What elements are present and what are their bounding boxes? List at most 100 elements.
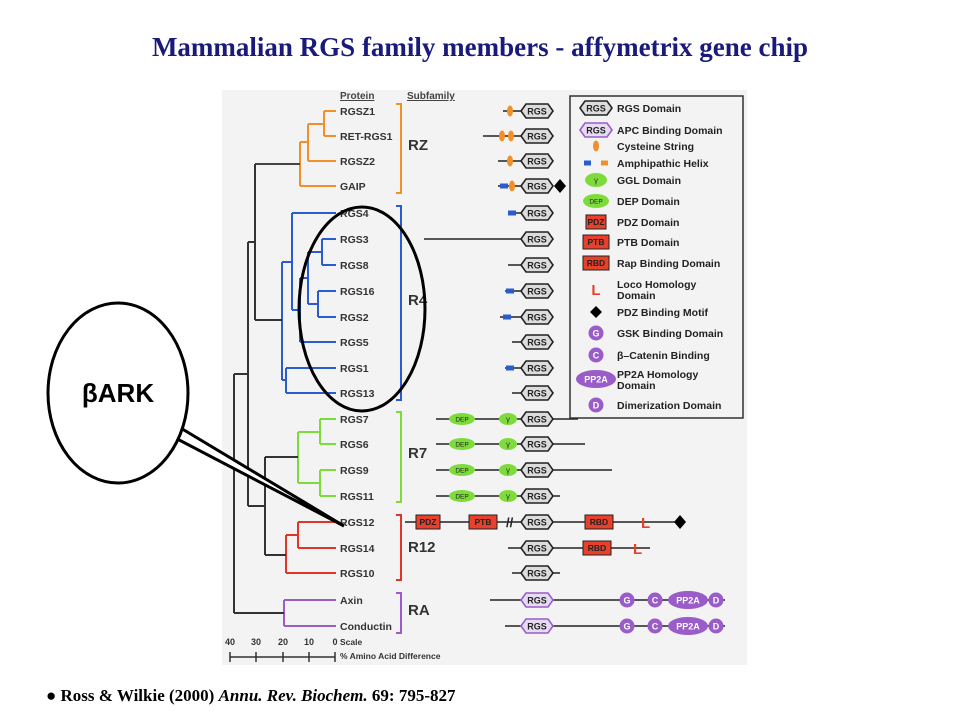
rgs-domain [520, 103, 554, 119]
rgs-domain-label: RGS [527, 107, 547, 117]
legend-icon-label: PP2A [584, 375, 608, 385]
rbd-domain-label: RBD [588, 543, 606, 553]
rgs-domain [520, 231, 554, 247]
rbd-domain-label: RBD [590, 517, 608, 527]
rgs-domain [520, 334, 554, 350]
dep-label: DEP [455, 494, 468, 501]
callout-bubble [46, 301, 190, 485]
protein-label: RGS16 [340, 286, 375, 298]
dimerization-domain [708, 592, 724, 608]
pp2a-homology-domain [668, 617, 708, 635]
ggl-label: γ [506, 440, 510, 449]
legend-entry-text: Amphipathic Helix [617, 158, 709, 170]
subfamily-bracket [396, 592, 402, 634]
rgs-domain-label: RGS [527, 415, 547, 425]
rgs-domain-label: RGS [527, 313, 547, 323]
amphipathic-helix [508, 210, 516, 216]
legend-entry-text: PTB Domain [617, 237, 679, 249]
subfamily-label: R7 [408, 445, 427, 462]
rgs-domain-label: RGS [527, 544, 547, 554]
dep-domain [449, 413, 475, 425]
subfamily-label: R4 [408, 292, 428, 309]
sequence-gap-slashes: // [506, 515, 514, 530]
apc-binding-domain [520, 618, 554, 634]
pdz-domain [415, 514, 441, 530]
subfamily-label: R12 [408, 539, 436, 556]
scale-tick-label: 0 [332, 637, 337, 647]
legend-icon-loco: L [591, 282, 600, 299]
legend-icon-dim [588, 397, 604, 413]
legend-icon-label: PTB [588, 237, 605, 247]
rgs-domain-label: RGS [527, 622, 547, 632]
rgs-domain-label: RGS [527, 389, 547, 399]
rgs-domain [520, 540, 554, 556]
amphipathic-helix [506, 365, 514, 371]
ptb-domain-label: PTB [475, 517, 492, 527]
rgs-domain [520, 309, 554, 325]
subfamily-column-header: Subfamily [407, 91, 455, 102]
amphipathic-helix [500, 183, 508, 189]
scale-tick-label: 10 [304, 637, 314, 647]
legend-icon-pp2a [576, 370, 616, 388]
legend-entry-text: Rap Binding Domain [617, 258, 720, 270]
legend-icon-amph [584, 160, 591, 166]
scale-tick-label: 20 [278, 637, 288, 647]
legend-entry-text: PDZ Domain [617, 217, 679, 229]
catenin-binding-domain-label: C [652, 596, 659, 606]
protein-label: RGSZ1 [340, 106, 375, 118]
rgs-domain-label: RGS [527, 182, 547, 192]
legend-entry-text: Cysteine String [617, 141, 694, 153]
subfamily-label: RA [408, 602, 430, 619]
dep-domain [449, 490, 475, 502]
protein-label: RGS5 [340, 337, 369, 349]
protein-label: RGS11 [340, 491, 374, 503]
scale-tick-label: 30 [251, 637, 261, 647]
ggl-domain [499, 490, 517, 502]
domain-architectures: RGS RGS RGS RGS RGS RGS RGS RGS RGS RGS RGS RGS DEP γ… [405, 103, 725, 635]
rgs-domain-label: RGS [527, 209, 547, 219]
protein-label: RGS12 [340, 517, 375, 529]
subfamily-label: RZ [408, 137, 428, 154]
protein-label: RGS14 [340, 543, 375, 555]
rgs-domain [520, 178, 554, 194]
citation-bullet: ● [46, 686, 57, 705]
legend-icon-rbd [582, 255, 610, 271]
gsk-binding-domain-label: G [623, 596, 630, 606]
legend-icon-gsk [588, 325, 604, 341]
legend-icon-label: G [592, 329, 599, 339]
rgs-domain [520, 514, 554, 530]
legend-icon-label: RGS [586, 126, 606, 136]
pp2a-label: PP2A [676, 596, 700, 606]
rbd-domain [582, 540, 612, 556]
rgs-domain-label: RGS [527, 466, 547, 476]
dimerization-domain-label: D [713, 622, 720, 632]
protein-label: RGS9 [340, 465, 369, 477]
r4-highlight-ellipse [297, 205, 427, 413]
protein-label: RGS2 [340, 312, 369, 324]
pdz-binding-motif [554, 179, 566, 193]
catenin-binding-domain-label: C [652, 622, 659, 632]
protein-column-header: Protein [340, 91, 374, 102]
cysteine-string [507, 155, 513, 167]
dep-domain [449, 438, 475, 450]
rgs-domain [520, 257, 554, 273]
ggl-label: γ [506, 492, 510, 501]
rgs-domain [520, 462, 554, 478]
pp2a-homology-domain [668, 591, 708, 609]
amphipathic-helix [503, 314, 511, 320]
legend-icon-pdz-binding-motif [590, 306, 602, 318]
rgs-domain [520, 411, 554, 427]
rgs-domain-label: RGS [527, 261, 547, 271]
legend-icon-label: RGS [586, 104, 606, 114]
legend-icon-label: γ [594, 176, 598, 185]
ggl-domain [499, 413, 517, 425]
callout-joint-mask [158, 418, 168, 432]
cysteine-string [499, 130, 505, 142]
annotations: βARK [46, 205, 427, 528]
amphipathic-helix [506, 288, 514, 294]
rgs-domain [520, 128, 554, 144]
ggl-domain [499, 464, 517, 476]
